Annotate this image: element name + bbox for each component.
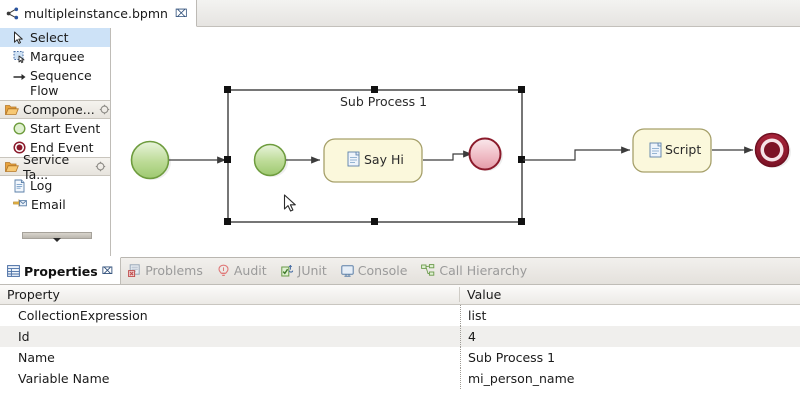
palette-drawer-service-tasks[interactable]: Service Ta... bbox=[0, 152, 110, 182]
palette-tool-label: Select bbox=[30, 30, 69, 45]
column-header-value[interactable]: Value bbox=[467, 287, 502, 302]
selection-handles[interactable] bbox=[224, 86, 525, 225]
console-icon bbox=[341, 264, 354, 277]
palette-item-log[interactable]: Log bbox=[0, 176, 110, 195]
log-document-icon bbox=[13, 178, 26, 193]
tab-label: Audit bbox=[233, 263, 267, 278]
cell-property: Id bbox=[18, 329, 30, 344]
column-header-property[interactable]: Property bbox=[0, 287, 460, 302]
table-row[interactable]: Id 4 bbox=[0, 326, 800, 347]
junit-icon bbox=[280, 264, 294, 277]
palette-item-label: Email bbox=[31, 197, 66, 212]
tab-audit[interactable]: Audit bbox=[210, 257, 274, 284]
properties-table: Property Value CollectionExpression list… bbox=[0, 285, 800, 414]
start-event-icon bbox=[13, 121, 26, 135]
cell-value[interactable]: mi_person_name bbox=[460, 368, 800, 389]
close-icon[interactable]: ⌧ bbox=[174, 6, 188, 20]
cell-value[interactable]: Sub Process 1 bbox=[460, 347, 800, 368]
inner-start-event[interactable] bbox=[253, 143, 289, 178]
tab-console[interactable]: Console bbox=[334, 257, 415, 284]
tab-label: JUnit bbox=[297, 263, 327, 278]
tab-junit[interactable]: JUnit bbox=[274, 257, 334, 284]
audit-icon bbox=[217, 264, 230, 277]
cell-property: Name bbox=[18, 350, 55, 365]
palette-tool-sequence-flow[interactable]: Sequence Flow bbox=[0, 66, 110, 100]
palette-drawer-components[interactable]: Compone... bbox=[0, 100, 110, 119]
open-folder-icon bbox=[5, 161, 19, 173]
palette-panel: Select Marquee Sequence Flow bbox=[0, 28, 111, 256]
editor-tab-multipleinstance[interactable]: multipleinstance.bpmn ⌧ bbox=[0, 0, 197, 27]
palette-drawer-label: Service Ta... bbox=[23, 151, 70, 182]
script-document-icon bbox=[649, 142, 662, 158]
pin-drawer-icon[interactable] bbox=[95, 161, 106, 172]
palette-drawer-label: Compone... bbox=[23, 102, 95, 117]
outer-end-event[interactable] bbox=[754, 132, 792, 169]
tab-call-hierarchy[interactable]: Call Hierarchy bbox=[414, 257, 534, 284]
palette-item-email[interactable]: Email bbox=[0, 195, 110, 214]
palette-tool-label: Marquee bbox=[30, 49, 85, 64]
outer-start-event[interactable] bbox=[130, 140, 172, 181]
palette-item-end-event[interactable]: End Event bbox=[0, 138, 110, 157]
palette-tool-marquee[interactable]: Marquee bbox=[0, 47, 110, 66]
script-document-icon bbox=[347, 151, 360, 167]
say-hi-task-label: Say Hi bbox=[364, 152, 404, 167]
diagram-canvas[interactable]: Sub Process 1 Say Hi Script bbox=[112, 28, 800, 256]
diagram-svg bbox=[130, 86, 792, 225]
cell-property: CollectionExpression bbox=[18, 308, 148, 323]
table-row[interactable]: Name Sub Process 1 bbox=[0, 347, 800, 368]
tab-label: Call Hierarchy bbox=[439, 263, 528, 278]
views-tab-bar: Properties ⌧ Problems bbox=[0, 257, 800, 285]
bpmn-diagram-icon bbox=[6, 7, 19, 20]
script-task-label: Script bbox=[665, 142, 702, 157]
tab-properties[interactable]: Properties ⌧ bbox=[0, 257, 122, 284]
end-event-icon bbox=[13, 140, 26, 154]
palette-scroll-down-button[interactable] bbox=[22, 232, 92, 242]
sequence-flow-arrow-icon bbox=[13, 68, 26, 84]
editor-tab-title: multipleinstance.bpmn bbox=[24, 5, 168, 21]
marquee-select-icon bbox=[13, 49, 26, 64]
arrow-pointer-icon bbox=[13, 30, 26, 45]
palette-item-label: Log bbox=[30, 178, 53, 193]
palette-tool-label: Sequence Flow bbox=[30, 68, 92, 98]
sequence-flow-subprocess-to-script[interactable] bbox=[523, 146, 631, 161]
sequence-flow-sayhi-to-innerend[interactable] bbox=[423, 150, 473, 161]
palette-tool-select[interactable]: Select bbox=[0, 28, 110, 47]
palette-item-label: End Event bbox=[30, 140, 94, 155]
table-header-row: Property Value bbox=[0, 285, 800, 305]
palette-item-label: Start Event bbox=[30, 121, 101, 136]
problems-icon bbox=[128, 264, 141, 277]
editor-tab-bar: multipleinstance.bpmn ⌧ bbox=[0, 0, 800, 27]
call-hierarchy-icon bbox=[421, 264, 435, 277]
email-envelope-icon bbox=[13, 197, 27, 211]
script-task[interactable] bbox=[632, 128, 712, 173]
cell-value[interactable]: list bbox=[460, 305, 800, 326]
close-icon[interactable]: ⌧ bbox=[101, 265, 114, 277]
palette-item-start-event[interactable]: Start Event bbox=[0, 119, 110, 138]
tab-label: Properties bbox=[24, 263, 98, 279]
subprocess-label: Sub Process 1 bbox=[340, 94, 428, 109]
pin-drawer-icon[interactable] bbox=[99, 104, 110, 115]
table-row[interactable]: CollectionExpression list bbox=[0, 305, 800, 326]
say-hi-task[interactable] bbox=[323, 138, 423, 183]
inner-end-event[interactable] bbox=[468, 137, 504, 172]
tab-label: Console bbox=[357, 263, 408, 278]
table-row[interactable]: Variable Name mi_person_name bbox=[0, 368, 800, 389]
open-folder-icon bbox=[5, 104, 19, 116]
tab-problems[interactable]: Problems bbox=[121, 257, 210, 284]
cell-value[interactable]: 4 bbox=[460, 326, 800, 347]
properties-table-icon bbox=[7, 265, 20, 277]
cell-property: Variable Name bbox=[18, 371, 110, 386]
tab-label: Problems bbox=[145, 263, 203, 278]
